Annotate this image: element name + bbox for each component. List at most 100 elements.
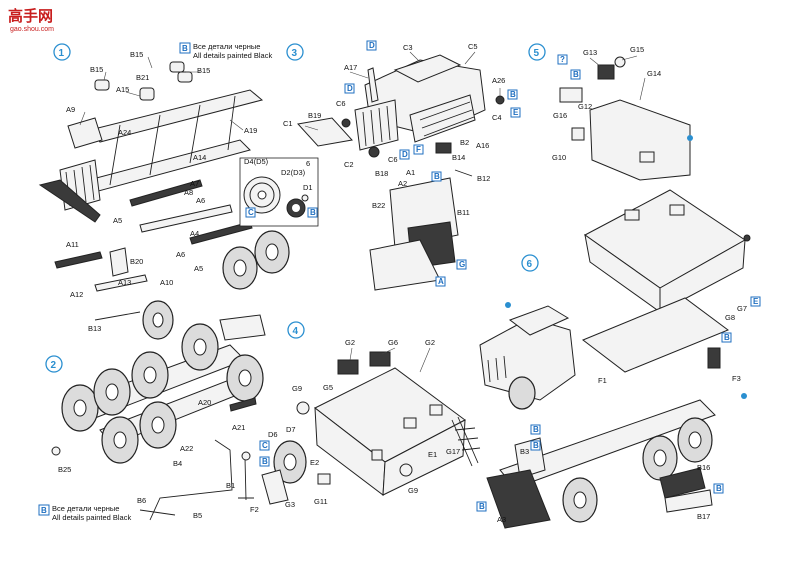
bumper-a3: [486, 469, 551, 529]
sub-step-label: 6: [306, 159, 310, 168]
step-3-color-tags: D D B E D F B G A: [344, 40, 521, 287]
part-label-b11: B11: [457, 208, 470, 217]
part-label-a5a: A5: [113, 216, 122, 225]
note-bottom-ru: Все детали черные: [52, 504, 119, 513]
part-label-b22: B22: [372, 201, 385, 210]
note-bottom-en: All details painted Black: [52, 513, 131, 522]
part-label-g2b: G2: [425, 338, 435, 347]
cylinder-b15-lower: [177, 71, 193, 83]
ref-marker-5: [687, 135, 693, 141]
hood-part: [409, 94, 476, 143]
cab-mount-step2: [219, 314, 266, 341]
part-label-a14: A14: [193, 153, 206, 162]
part-label-b: B: [41, 506, 47, 515]
box-g16: [559, 87, 583, 103]
cap-g15: [614, 56, 626, 68]
step-1-group: 1 B Все детали черные All details painte…: [38, 42, 319, 340]
part-label-a4: A4: [190, 229, 199, 238]
part-label-b: B: [262, 457, 268, 466]
hub-d2: [286, 198, 306, 218]
part-label-a17: A17: [344, 63, 357, 72]
part-label-a8: A8: [184, 188, 193, 197]
part-label-f3: F3: [732, 374, 741, 383]
part-label-a1: A1: [406, 168, 415, 177]
part-label-b: B: [182, 44, 188, 53]
part-label-b5: B5: [193, 511, 202, 520]
part-label-b1: B1: [226, 481, 235, 490]
leaf-spring-a4: [189, 221, 253, 245]
part-label-a6a: A6: [196, 196, 205, 205]
part-label-b21: B21: [136, 73, 149, 82]
note-top-ru: Все детали черные: [193, 42, 260, 51]
part-label-e: E: [513, 108, 519, 117]
part-b25: [51, 446, 61, 456]
part-label-c5: C5: [468, 42, 478, 51]
part-label-b17: B17: [697, 512, 710, 521]
part-label-g15: G15: [630, 45, 644, 54]
part-label-b: B: [533, 425, 539, 434]
part-label-a22: A22: [180, 444, 193, 453]
part-label-e: E: [753, 297, 759, 306]
cylinder-b21: [139, 87, 155, 101]
wheel-cover-g9: [296, 401, 310, 415]
cab-roof-c3: [393, 54, 462, 83]
window-panel-3: [371, 449, 383, 461]
part-label-a24: A24: [118, 128, 131, 137]
part-label-g9b: G9: [408, 486, 418, 495]
leaf-spring-front: [54, 251, 103, 269]
tag-b-note-top: [179, 42, 191, 54]
box-section-g14: [589, 99, 691, 181]
bracket-g3: [261, 469, 289, 505]
step-6-wheels: [562, 417, 713, 523]
part-label-d: D: [402, 150, 408, 159]
part-label-b4: B4: [173, 459, 182, 468]
step-1-badge: [53, 43, 71, 61]
note-top-en: All details painted Black: [193, 51, 272, 60]
part-label-b6: B6: [137, 496, 146, 505]
box-body-front: [382, 419, 466, 496]
tag-c-inset: [245, 207, 256, 218]
rod-f2: [238, 457, 254, 501]
part-label-c: C: [248, 208, 254, 217]
brake-disc-d4: [243, 176, 281, 214]
headlight-c6: [341, 118, 351, 128]
knob-f2: [241, 451, 251, 461]
part-label-g2a: G2: [345, 338, 355, 347]
part-label-a6b: A6: [176, 250, 185, 259]
tag-b-note-bottom: [38, 504, 50, 516]
watermark-logo: 高手网 gao.shou.com: [4, 4, 66, 34]
part-label-d7: D7: [286, 425, 296, 434]
part-label-g12: G12: [578, 102, 592, 111]
part-label-g5: G5: [323, 383, 333, 392]
ladder-g17: [451, 416, 481, 467]
front-bumper-part: [38, 179, 101, 223]
part-label-f: F: [416, 145, 421, 154]
tie-rod-b13: [94, 311, 141, 321]
leader-lines: [79, 51, 646, 373]
part-label-d: D: [347, 84, 353, 93]
cab-roof-step6: [508, 305, 570, 336]
part-label-c4: C4: [492, 113, 502, 122]
part-label-g8: G8: [725, 313, 735, 322]
part-label-a20: A20: [198, 398, 211, 407]
part-label-f2: F2: [250, 505, 259, 514]
part-label-d: D: [369, 41, 375, 50]
windshield-c1: [297, 117, 353, 147]
step-3-badge: [286, 43, 304, 61]
part-label-num: 2: [51, 360, 57, 371]
part-label-b: B: [510, 90, 516, 99]
cap-d1: [301, 194, 309, 202]
step-4-badge: [287, 321, 305, 339]
part-label-a7: A7: [190, 179, 199, 188]
part-label-a26: A26: [492, 76, 505, 85]
cylinder-b15-right: [169, 61, 185, 73]
part-label-b13: B13: [88, 324, 101, 333]
part-label-a12: A12: [70, 290, 83, 299]
part-label-d4: D4(D5): [244, 157, 269, 166]
part-label-e1: E1: [428, 450, 437, 459]
axle-beam: [139, 204, 233, 233]
part-label-a9: A9: [66, 105, 75, 114]
part-label-num: 3: [292, 48, 298, 59]
